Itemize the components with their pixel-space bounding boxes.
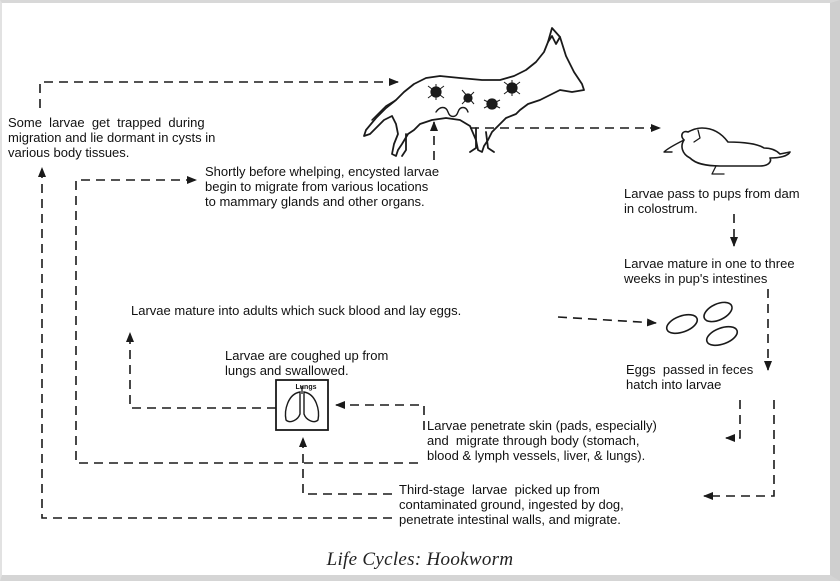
lying-puppy-icon (664, 128, 790, 174)
arrow-to-adult-dog (40, 82, 398, 108)
label-larvae-trapped: Some larvae get trapped during migration… (8, 115, 215, 160)
label-whelping-migration: Shortly before whelping, encysted larvae… (205, 164, 439, 209)
label-coughed-up: Larvae are coughed up from lungs and swa… (225, 348, 388, 378)
label-colostrum: Larvae pass to pups from dam in colostru… (624, 186, 800, 216)
label-mature-in-pup: Larvae mature in one to three weeks in p… (624, 256, 795, 286)
larvae-cysts-icon (428, 80, 520, 109)
label-penetrate-skin: Larvae penetrate skin (pads, especially)… (427, 418, 657, 463)
arrow-third-stage-to-lungs (303, 438, 392, 494)
arrow-hatch-to-penetrate (726, 400, 740, 438)
eggs-icon (664, 298, 740, 349)
arrow-third-stage-to-trapped (42, 168, 392, 518)
diagram-caption: Life Cycles: Hookworm (0, 549, 840, 571)
arrow-penetrate-to-whelping (76, 180, 418, 463)
arrow-hatch-to-third-stage (704, 400, 774, 496)
arrow-penetrate-to-lungs (336, 405, 424, 430)
label-adults-lay-eggs: Larvae mature into adults which suck blo… (131, 303, 461, 318)
lungs-label: Lungs (286, 384, 326, 392)
label-third-stage: Third-stage larvae picked up from contam… (399, 482, 624, 527)
label-eggs-hatch: Eggs passed in feces hatch into larvae (626, 362, 753, 392)
arrow-adults-to-eggs (558, 317, 656, 323)
